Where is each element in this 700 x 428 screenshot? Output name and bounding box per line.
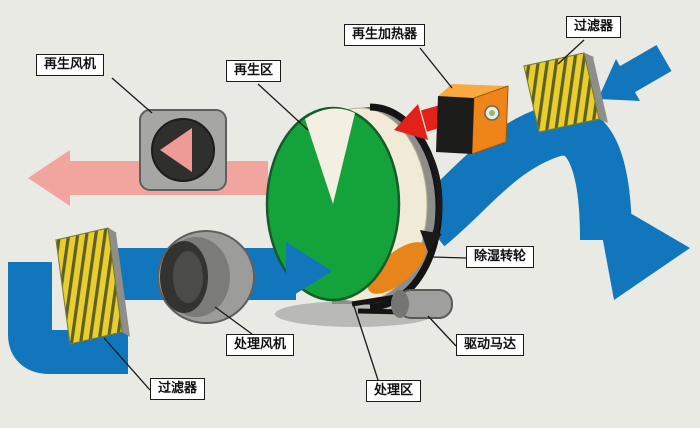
leader-process-zone: [352, 302, 379, 381]
label-process-fan: 处理风机: [226, 334, 295, 357]
filter-bottom-left-side-face: [108, 228, 130, 337]
label-filter-top: 过滤器: [566, 16, 622, 39]
process-air-outlet-duct: [411, 103, 632, 247]
label-regen-zone: 再生区: [226, 60, 282, 83]
leader-regen-zone: [257, 83, 309, 131]
label-process-zone: 处理区: [366, 380, 422, 403]
regen-air-inlet-duct: [618, 45, 672, 93]
heater-top-face: [438, 84, 508, 98]
leader-dehumid-wheel: [431, 256, 467, 259]
leader-regen-heater: [419, 47, 453, 89]
label-dehumid-wheel: 除湿转轮: [466, 246, 535, 269]
heater-front-face: [436, 96, 474, 154]
process-air-outlet-arrowhead: [594, 192, 690, 300]
filter-top-right: [523, 52, 600, 133]
heater-indicator-dot: [489, 110, 495, 116]
leader-filter-top: [557, 39, 585, 65]
leader-filter-bottom: [103, 337, 151, 391]
label-regen-heater: 再生加热器: [344, 24, 426, 47]
leader-process-fan: [214, 306, 253, 335]
rotation-arrowhead: [420, 230, 442, 252]
filter-bottom-left: [55, 227, 123, 345]
drive-motor-pulley: [391, 290, 409, 318]
leader-lines: [103, 39, 585, 391]
filter-top-right-side-face: [584, 53, 608, 123]
regeneration-sector: [305, 108, 355, 204]
hot-air-arrowhead: [394, 104, 428, 140]
leader-drive-motor: [427, 315, 457, 347]
leader-regen-fan: [111, 77, 153, 114]
label-regen-fan: 再生风机: [36, 54, 105, 77]
regen-fan-flow-arrow: [160, 128, 192, 172]
process-fan-hub: [173, 251, 203, 303]
regen-exhaust-arrowhead: [28, 150, 70, 206]
process-air-wheel-arrowhead: [286, 242, 332, 300]
label-drive-motor: 驱动马达: [456, 334, 525, 357]
rotation-arrow: [425, 150, 443, 237]
label-filter-bottom: 过滤器: [150, 378, 206, 401]
process-air-inlet-elbow: [8, 262, 128, 374]
desiccant-patch: [367, 242, 427, 294]
regen-air-inlet-arrowhead: [598, 59, 640, 101]
